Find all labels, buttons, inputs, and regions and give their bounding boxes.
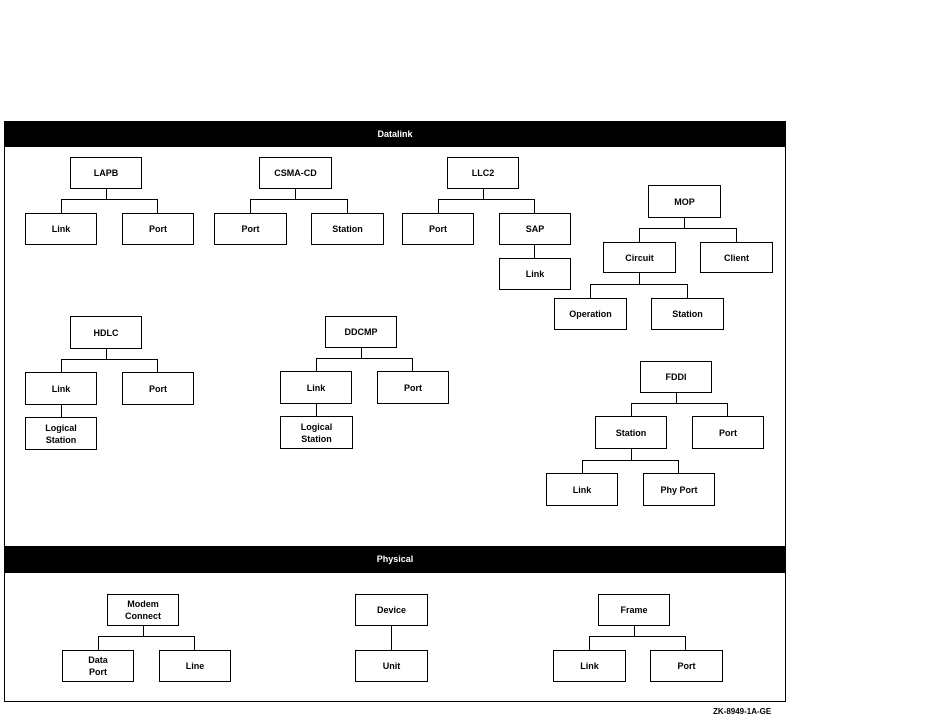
node-mop: MOP <box>648 185 721 218</box>
node-fddi-link: Link <box>546 473 618 506</box>
connector <box>391 626 392 650</box>
connector <box>361 348 362 358</box>
connector <box>61 359 158 360</box>
connector <box>687 284 688 298</box>
datalink-header: Datalink <box>4 121 786 147</box>
node-fddi-phy-port: Phy Port <box>643 473 715 506</box>
connector <box>634 626 635 636</box>
connector <box>678 460 679 473</box>
node-llc2: LLC2 <box>447 157 519 189</box>
node-csma-cd: CSMA-CD <box>259 157 332 189</box>
connector <box>157 199 158 213</box>
connector <box>157 359 158 372</box>
node-fddi-port: Port <box>692 416 764 449</box>
node-hdlc-port: Port <box>122 372 194 405</box>
figure-code: ZK-8949-1A-GE <box>713 707 772 716</box>
connector <box>250 199 348 200</box>
connector <box>194 636 195 650</box>
node-frame-link: Link <box>553 650 626 682</box>
connector <box>106 189 107 199</box>
connector <box>61 359 62 372</box>
node-frame: Frame <box>598 594 670 626</box>
connector <box>590 284 688 285</box>
connector <box>639 273 640 284</box>
connector <box>61 405 62 417</box>
node-ddcmp-link: Link <box>280 371 352 404</box>
connector <box>736 228 737 242</box>
node-circuit-station: Station <box>651 298 724 330</box>
connector <box>483 189 484 199</box>
connector <box>631 449 632 460</box>
connector <box>412 358 413 371</box>
connector <box>250 199 251 213</box>
node-fddi: FDDI <box>640 361 712 393</box>
node-modem-connect: Modem Connect <box>107 594 179 626</box>
connector <box>631 403 728 404</box>
node-lapb-link: Link <box>25 213 97 245</box>
node-circuit-operation: Operation <box>554 298 627 330</box>
connector <box>98 636 99 650</box>
connector <box>582 460 583 473</box>
node-mop-client: Client <box>700 242 773 273</box>
node-lapb: LAPB <box>70 157 142 189</box>
node-sap-link: Link <box>499 258 571 290</box>
connector <box>295 189 296 199</box>
connector <box>631 403 632 416</box>
node-fddi-station: Station <box>595 416 667 449</box>
node-hdlc-logical-station: Logical Station <box>25 417 97 450</box>
connector <box>61 199 158 200</box>
connector <box>438 199 535 200</box>
node-mop-circuit: Circuit <box>603 242 676 273</box>
node-csma-port: Port <box>214 213 287 245</box>
connector <box>589 636 590 650</box>
node-device-unit: Unit <box>355 650 428 682</box>
connector <box>316 358 317 371</box>
node-hdlc: HDLC <box>70 316 142 349</box>
node-csma-station: Station <box>311 213 384 245</box>
connector <box>534 199 535 213</box>
connector <box>438 199 439 213</box>
node-modem-line: Line <box>159 650 231 682</box>
connector <box>727 403 728 416</box>
connector <box>143 626 144 636</box>
node-lapb-port: Port <box>122 213 194 245</box>
connector <box>98 636 195 637</box>
connector <box>316 404 317 416</box>
node-ddcmp-logical-station: Logical Station <box>280 416 353 449</box>
connector <box>676 393 677 403</box>
physical-header: Physical <box>4 546 786 573</box>
node-llc2-sap: SAP <box>499 213 571 245</box>
node-modem-data-port: Data Port <box>62 650 134 682</box>
connector <box>685 636 686 650</box>
connector <box>61 199 62 213</box>
node-device: Device <box>355 594 428 626</box>
connector <box>582 460 679 461</box>
connector <box>589 636 686 637</box>
connector <box>347 199 348 213</box>
node-hdlc-link: Link <box>25 372 97 405</box>
node-frame-port: Port <box>650 650 723 682</box>
node-llc2-port: Port <box>402 213 474 245</box>
connector <box>590 284 591 298</box>
connector <box>684 218 685 228</box>
connector <box>639 228 737 229</box>
connector <box>534 245 535 258</box>
connector <box>639 228 640 242</box>
connector <box>316 358 413 359</box>
node-ddcmp: DDCMP <box>325 316 397 348</box>
connector <box>106 349 107 359</box>
node-ddcmp-port: Port <box>377 371 449 404</box>
